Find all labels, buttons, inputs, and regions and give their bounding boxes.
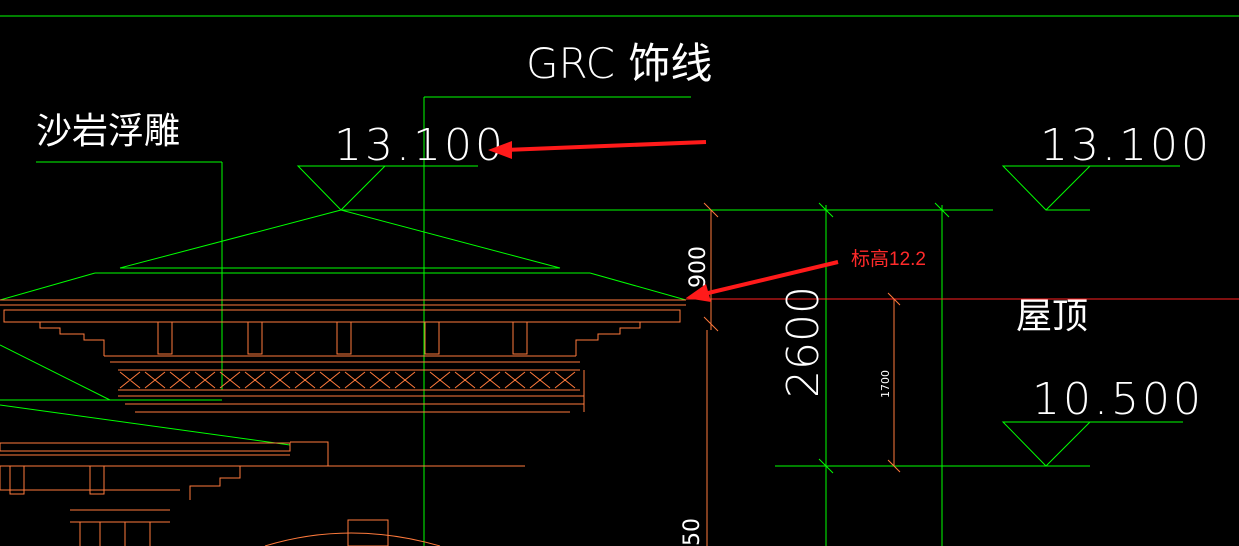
eave-cornice <box>0 299 686 546</box>
roof-label: 屋顶 <box>1016 296 1088 337</box>
eave-brackets <box>9 321 528 495</box>
grc-molding-label: GRC 饰线 <box>526 39 712 88</box>
dimension-2600: 2600 <box>778 286 829 398</box>
elevation-roof-level: 10.500 <box>1032 374 1204 425</box>
dimension-50: 50 <box>680 518 705 546</box>
elevation-top-left: 13.100 <box>334 120 506 171</box>
annotation-arrow-top <box>488 140 707 159</box>
leader-lines <box>0 96 1183 546</box>
lattice-frieze <box>119 371 576 389</box>
elevation-note: 标高12.2 <box>851 248 926 270</box>
orange-dimensions <box>703 202 901 546</box>
elevation-top-right: 13.100 <box>1040 120 1212 171</box>
annotation-arrow-elevation <box>686 260 839 302</box>
dimension-1700: 1700 <box>879 370 892 398</box>
sandstone-relief-label: 沙岩浮雕 <box>36 111 180 152</box>
dimension-900: 900 <box>686 246 711 288</box>
